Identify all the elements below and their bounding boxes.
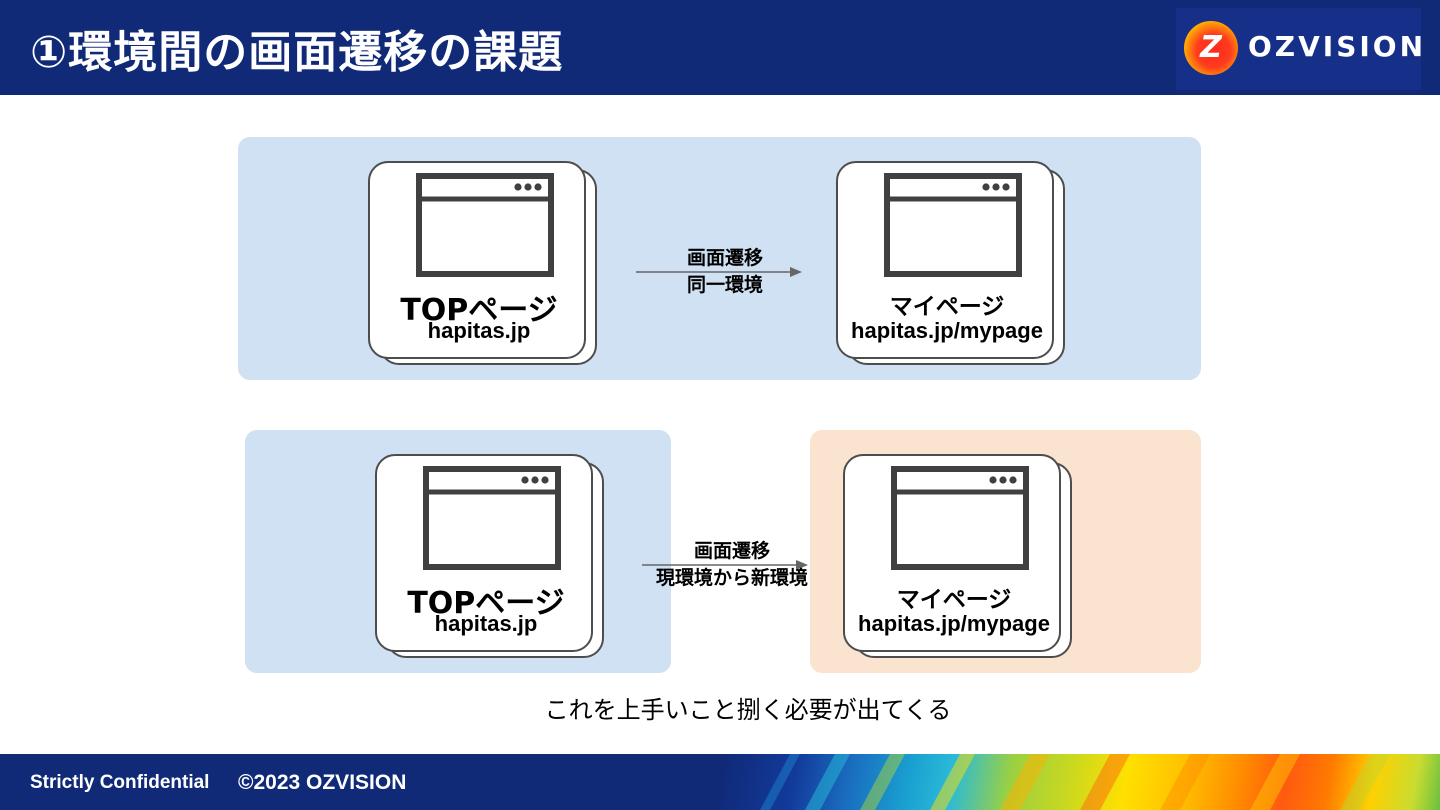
browser-window-icon xyxy=(423,466,561,570)
ozvision-logo-icon: Z xyxy=(1184,21,1238,75)
logo-mark-letter: Z xyxy=(1200,30,1222,65)
card-title: マイページ xyxy=(896,587,1012,613)
card-url: hapitas.jp xyxy=(434,611,538,636)
browser-window-icon xyxy=(891,466,1029,570)
slide-caption: これを上手いこと捌く必要が出てくる xyxy=(544,696,952,724)
arrow-label-line2: 同一環境 xyxy=(686,274,763,296)
confidential-label: Strictly Confidential xyxy=(30,772,210,793)
card-url: hapitas.jp/mypage xyxy=(858,611,1050,636)
top-page-card: TOPページ hapitas.jp xyxy=(368,161,597,365)
arrow-label-line1: 画面遷移 xyxy=(686,247,763,269)
card-url: hapitas.jp/mypage xyxy=(851,318,1043,343)
arrow-label-line2: 現環境から新環境 xyxy=(655,567,808,589)
copyright-label: ©2023 OZVISION xyxy=(238,771,407,794)
top-page-card: TOPページ hapitas.jp xyxy=(375,454,604,658)
card-title: TOPページ xyxy=(407,586,565,621)
arrow-right-icon xyxy=(636,267,802,277)
card-face: TOPページ hapitas.jp xyxy=(368,161,586,359)
footer-decoration xyxy=(760,754,1390,810)
browser-window-icon xyxy=(884,173,1022,277)
card-face: マイページ hapitas.jp/mypage xyxy=(836,161,1054,359)
mypage-card: マイページ hapitas.jp/mypage xyxy=(836,161,1065,365)
card-url: hapitas.jp xyxy=(427,318,531,343)
logo-text: OZVISION xyxy=(1248,30,1427,63)
header-bar: ①環境間の画面遷移の課題 Z OZVISION xyxy=(0,0,1440,95)
card-face: マイページ hapitas.jp/mypage xyxy=(843,454,1061,652)
arrow-label: 画面遷移 現環境から新環境 xyxy=(630,538,834,592)
brand-logo: Z OZVISION xyxy=(1176,8,1423,90)
mypage-card: マイページ hapitas.jp/mypage xyxy=(843,454,1072,658)
arrow-right-icon xyxy=(642,560,808,570)
slide-title: ①環境間の画面遷移の課題 xyxy=(30,27,564,78)
footer-bar: Strictly Confidential ©2023 OZVISION xyxy=(0,754,1440,810)
arrow-label: 画面遷移 同一環境 xyxy=(635,245,815,299)
card-title: TOPページ xyxy=(400,293,558,328)
card-face: TOPページ hapitas.jp xyxy=(375,454,593,652)
browser-window-icon xyxy=(416,173,554,277)
arrow-label-line1: 画面遷移 xyxy=(693,540,770,562)
card-title: マイページ xyxy=(889,294,1005,320)
